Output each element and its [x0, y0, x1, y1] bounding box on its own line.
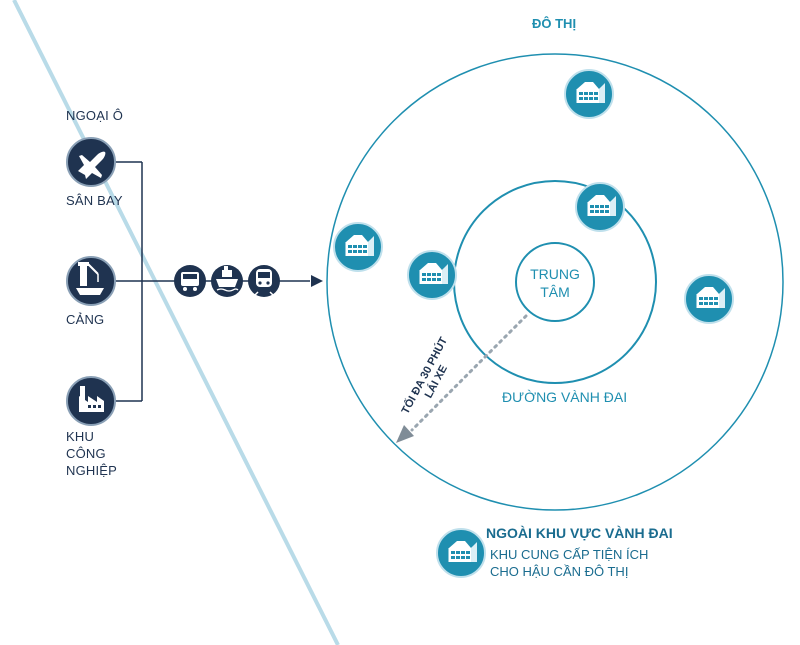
ship-icon [211, 265, 243, 297]
warehouse-icon [333, 222, 383, 272]
connector-arrowhead [311, 275, 323, 287]
outside-ring-title: NGOÀI KHU VỰC VÀNH ĐAI [486, 525, 673, 541]
outside-ring-description: KHU CUNG CẤP TIỆN ÍCH CHO HẬU CẦN ĐÔ THỊ [490, 546, 648, 580]
warehouse-icon [564, 69, 614, 119]
warehouse-icon [436, 528, 486, 578]
industrial-label: KHU CÔNG NGHIỆP [66, 428, 117, 479]
center-label: TRUNG TÂM [517, 265, 593, 301]
center-circle [515, 242, 595, 322]
warehouse-icon [407, 250, 457, 300]
warehouse-icon [684, 274, 734, 324]
airplane-icon [66, 137, 116, 187]
center-label-line2: TÂM [540, 284, 570, 300]
outside-desc-line1: KHU CUNG CẤP TIỆN ÍCH [490, 547, 649, 562]
truck-icon [174, 265, 206, 297]
port-label: CẢNG [66, 312, 105, 327]
separator-line [12, 0, 340, 645]
factory-icon [66, 376, 116, 426]
outside-desc-line2: CHO HẬU CẦN ĐÔ THỊ [490, 564, 629, 579]
ring-road-label: ĐƯỜNG VÀNH ĐAI [502, 389, 628, 405]
urban-boundary-circle [326, 53, 784, 511]
industrial-label-line3: NGHIỆP [66, 463, 118, 478]
drive-time-line [410, 314, 528, 432]
center-label-line1: TRUNG [530, 266, 580, 282]
port-crane-icon [66, 256, 116, 306]
industrial-label-line1: KHU [66, 429, 95, 444]
suburb-label: NGOẠI Ô [66, 108, 124, 123]
drive-time-arrowhead [396, 425, 414, 443]
industrial-label-line2: CÔNG [66, 446, 106, 461]
airport-label: SÂN BAY [66, 193, 123, 208]
train-icon [248, 265, 280, 297]
warehouse-icon [575, 182, 625, 232]
urban-label: ĐÔ THỊ [532, 16, 577, 31]
